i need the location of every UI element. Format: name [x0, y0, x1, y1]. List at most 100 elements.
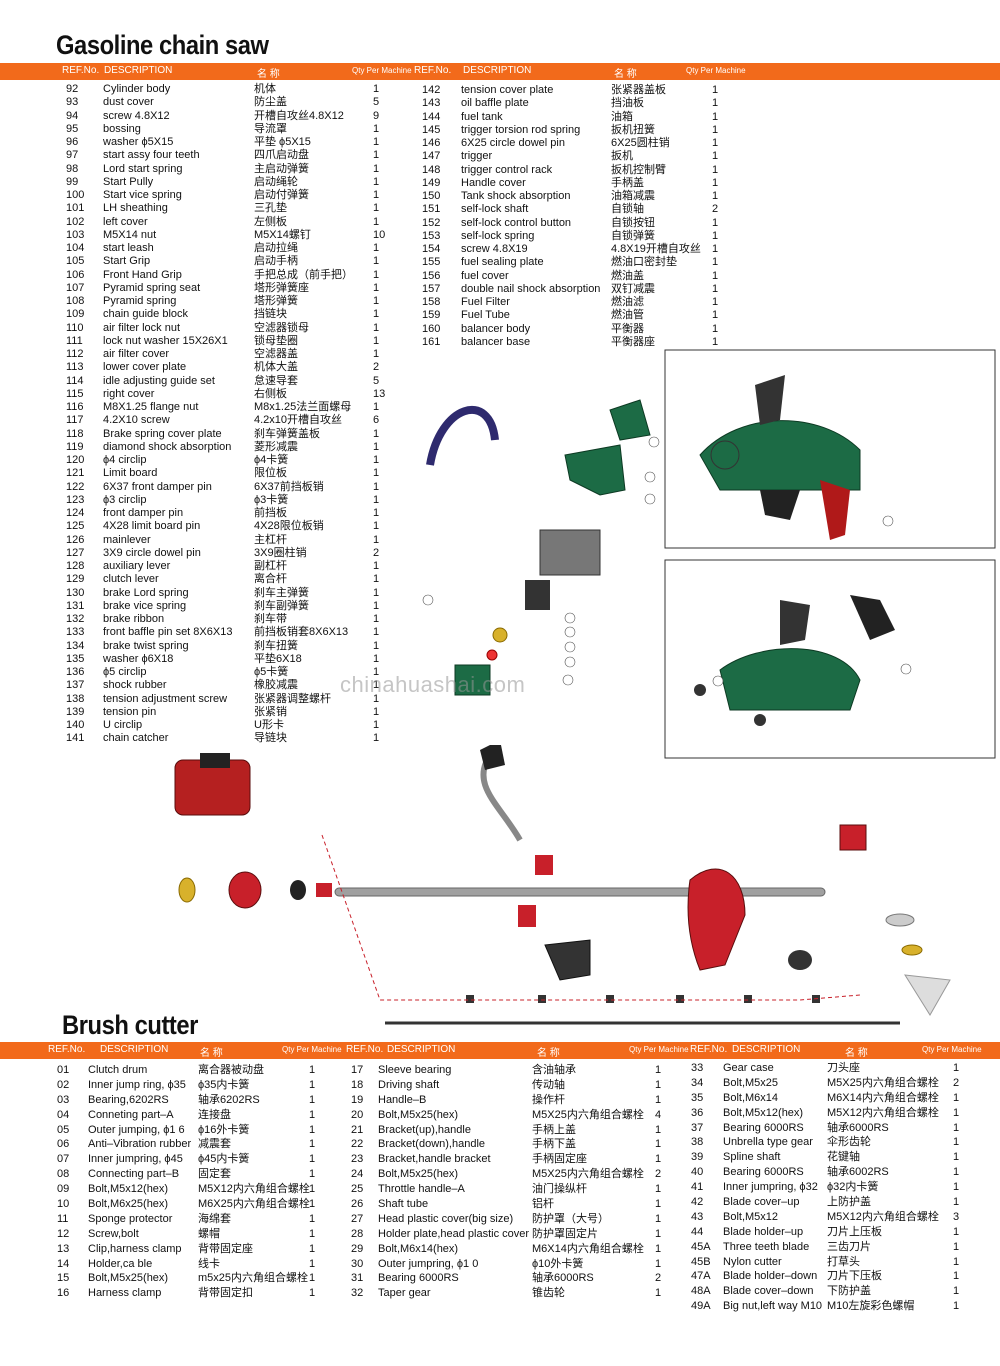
- qty: 1: [373, 136, 380, 148]
- chinese-name: 双钉减震: [611, 282, 655, 295]
- ref-no: 158: [422, 296, 441, 308]
- ref-no: 15: [57, 1272, 70, 1285]
- description: Clutch drum: [88, 1064, 148, 1076]
- chinese-name: 防尘盖: [254, 96, 287, 109]
- qty: 1: [953, 1270, 960, 1283]
- chinese-name: 张紧器盖板: [611, 84, 666, 96]
- ref-no: 48A: [691, 1285, 711, 1298]
- ref-no: 136: [66, 666, 85, 678]
- description: Sponge protector: [88, 1212, 173, 1225]
- qty: 2: [953, 1076, 960, 1089]
- qty: 1: [373, 467, 380, 480]
- ref-no: 04: [57, 1108, 70, 1121]
- qty: 1: [309, 1212, 316, 1225]
- description: brake ribbon: [103, 613, 165, 625]
- qty: 2: [712, 203, 719, 216]
- chinese-name: 离合器被动盘: [198, 1064, 264, 1076]
- qty: 1: [655, 1242, 662, 1255]
- bc-col-desc-1: DESCRIPTION: [100, 1044, 169, 1055]
- description: Holder plate,head plastic cover: [378, 1227, 530, 1240]
- description: Shaft tube: [378, 1198, 429, 1211]
- chinese-name: 前挡板: [254, 507, 287, 519]
- description: 6X37 front damper pin: [103, 480, 212, 493]
- qty: 1: [309, 1168, 316, 1181]
- qty: 1: [953, 1106, 960, 1119]
- ref-no: 99: [66, 175, 79, 188]
- description: Gear case: [723, 1062, 774, 1074]
- qty: 1: [373, 427, 380, 440]
- description: ϕ4 circlip: [103, 454, 147, 466]
- chinese-name: 固定套: [198, 1168, 231, 1181]
- qty: 1: [712, 229, 719, 242]
- ref-no: 20: [351, 1108, 364, 1121]
- qty: 1: [309, 1287, 316, 1300]
- description: U circlip: [103, 719, 143, 731]
- description: Bearing 6000RS: [723, 1166, 804, 1179]
- ref-no: 117: [66, 414, 84, 427]
- description: washer ϕ5X15: [103, 136, 174, 148]
- ref-no: 07: [57, 1153, 70, 1166]
- qty: 1: [373, 520, 380, 533]
- chinese-name: 开槽自攻丝4.8X12: [254, 109, 344, 122]
- description: M5X14 nut: [103, 228, 157, 241]
- description: front baffle pin set 8X6X13: [103, 626, 233, 639]
- qty: 1: [373, 255, 380, 268]
- ref-no: 155: [422, 256, 441, 269]
- description: Clip,harness clamp: [88, 1242, 182, 1255]
- ref-no: 110: [66, 321, 84, 334]
- ref-no: 105: [66, 255, 85, 268]
- description: Head plastic cover(big size): [378, 1212, 514, 1225]
- chinese-name: 燃油盖: [611, 269, 644, 282]
- qty: 1: [373, 639, 380, 652]
- description: tension cover plate: [461, 84, 554, 96]
- description: Sleeve bearing: [378, 1064, 452, 1076]
- qty: 1: [655, 1198, 662, 1211]
- ref-no: 140: [66, 719, 85, 731]
- chinese-name: 传动轴: [532, 1078, 565, 1091]
- qty: 1: [712, 216, 719, 229]
- description: screw 4.8X19: [461, 243, 528, 255]
- qty: 1: [309, 1242, 316, 1255]
- description: Bolt,M5x25(hex): [88, 1272, 169, 1285]
- qty: 1: [712, 296, 719, 308]
- chinese-name: 防护罩固定片: [532, 1227, 598, 1240]
- description: Anti–Vibration rubber: [88, 1138, 192, 1151]
- ref-no: 97: [66, 149, 79, 162]
- chinese-name: M5X25内六角组合螺栓: [827, 1076, 939, 1089]
- chinese-name: 6X25圆柱销: [611, 137, 670, 149]
- ref-no: 131: [66, 599, 85, 612]
- description: Taper gear: [378, 1287, 431, 1300]
- qty: 1: [953, 1062, 960, 1074]
- description: right cover: [103, 387, 155, 400]
- description: fuel cover: [461, 269, 509, 282]
- qty: 2: [373, 546, 380, 559]
- chinese-name: M6X14内六角组合螺栓: [827, 1091, 939, 1104]
- ref-no: 125: [66, 520, 85, 533]
- qty: 4: [655, 1108, 662, 1121]
- bc-col-name-3: 名 称: [845, 1048, 868, 1059]
- description: trigger: [461, 150, 493, 163]
- description: bossing: [103, 122, 141, 135]
- chinese-name: 主杠杆: [254, 533, 287, 546]
- ref-no: 41: [691, 1181, 704, 1194]
- chinese-name: M5X25内六角组合螺栓: [532, 1108, 644, 1121]
- ref-no: 146: [422, 137, 441, 149]
- qty: 1: [953, 1136, 960, 1149]
